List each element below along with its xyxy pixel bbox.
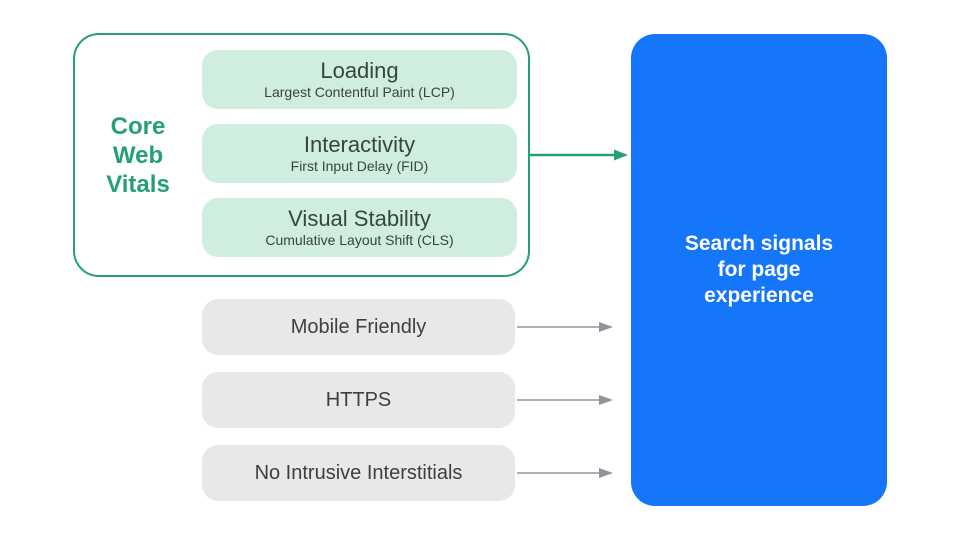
metric-title: Loading — [320, 58, 399, 83]
metric-title: Interactivity — [303, 132, 416, 157]
metric-subtitle: First Input Delay (FID) — [290, 158, 429, 174]
gray-arrow-right-icon — [517, 322, 613, 332]
gray-arrow-right-icon — [517, 468, 613, 478]
result-box-line: Search signals — [684, 232, 834, 255]
search-signals-result-box: Search signals for page experience — [631, 34, 887, 506]
metric-title: Visual Stability — [288, 206, 431, 231]
core-web-vitals-label-line: Core — [110, 112, 166, 140]
green-arrow-right-icon — [530, 149, 628, 161]
signal-label: Mobile Friendly — [290, 315, 427, 338]
signal-card-mobile-friendly: Mobile Friendly — [202, 299, 515, 355]
signal-label: HTTPS — [325, 388, 392, 411]
result-box-line: experience — [704, 284, 814, 307]
signal-card-no-intrusive-interstitials: No Intrusive Interstitials — [202, 445, 515, 501]
core-web-vitals-label-line: Web — [112, 141, 164, 169]
metric-card-loading: Loading Largest Contentful Paint (LCP) — [202, 50, 517, 109]
metric-subtitle: Largest Contentful Paint (LCP) — [264, 84, 455, 100]
metric-subtitle: Cumulative Layout Shift (CLS) — [265, 232, 454, 248]
core-web-vitals-group-box — [73, 33, 530, 277]
metric-card-visual-stability: Visual Stability Cumulative Layout Shift… — [202, 198, 517, 257]
metric-card-interactivity: Interactivity First Input Delay (FID) — [202, 124, 517, 183]
signal-card-https: HTTPS — [202, 372, 515, 428]
gray-arrow-right-icon — [517, 395, 613, 405]
result-box-line: for page — [717, 258, 801, 281]
core-web-vitals-label: Core Web Vitals — [73, 33, 203, 277]
signal-label: No Intrusive Interstitials — [254, 461, 463, 484]
core-web-vitals-label-line: Vitals — [106, 170, 170, 198]
